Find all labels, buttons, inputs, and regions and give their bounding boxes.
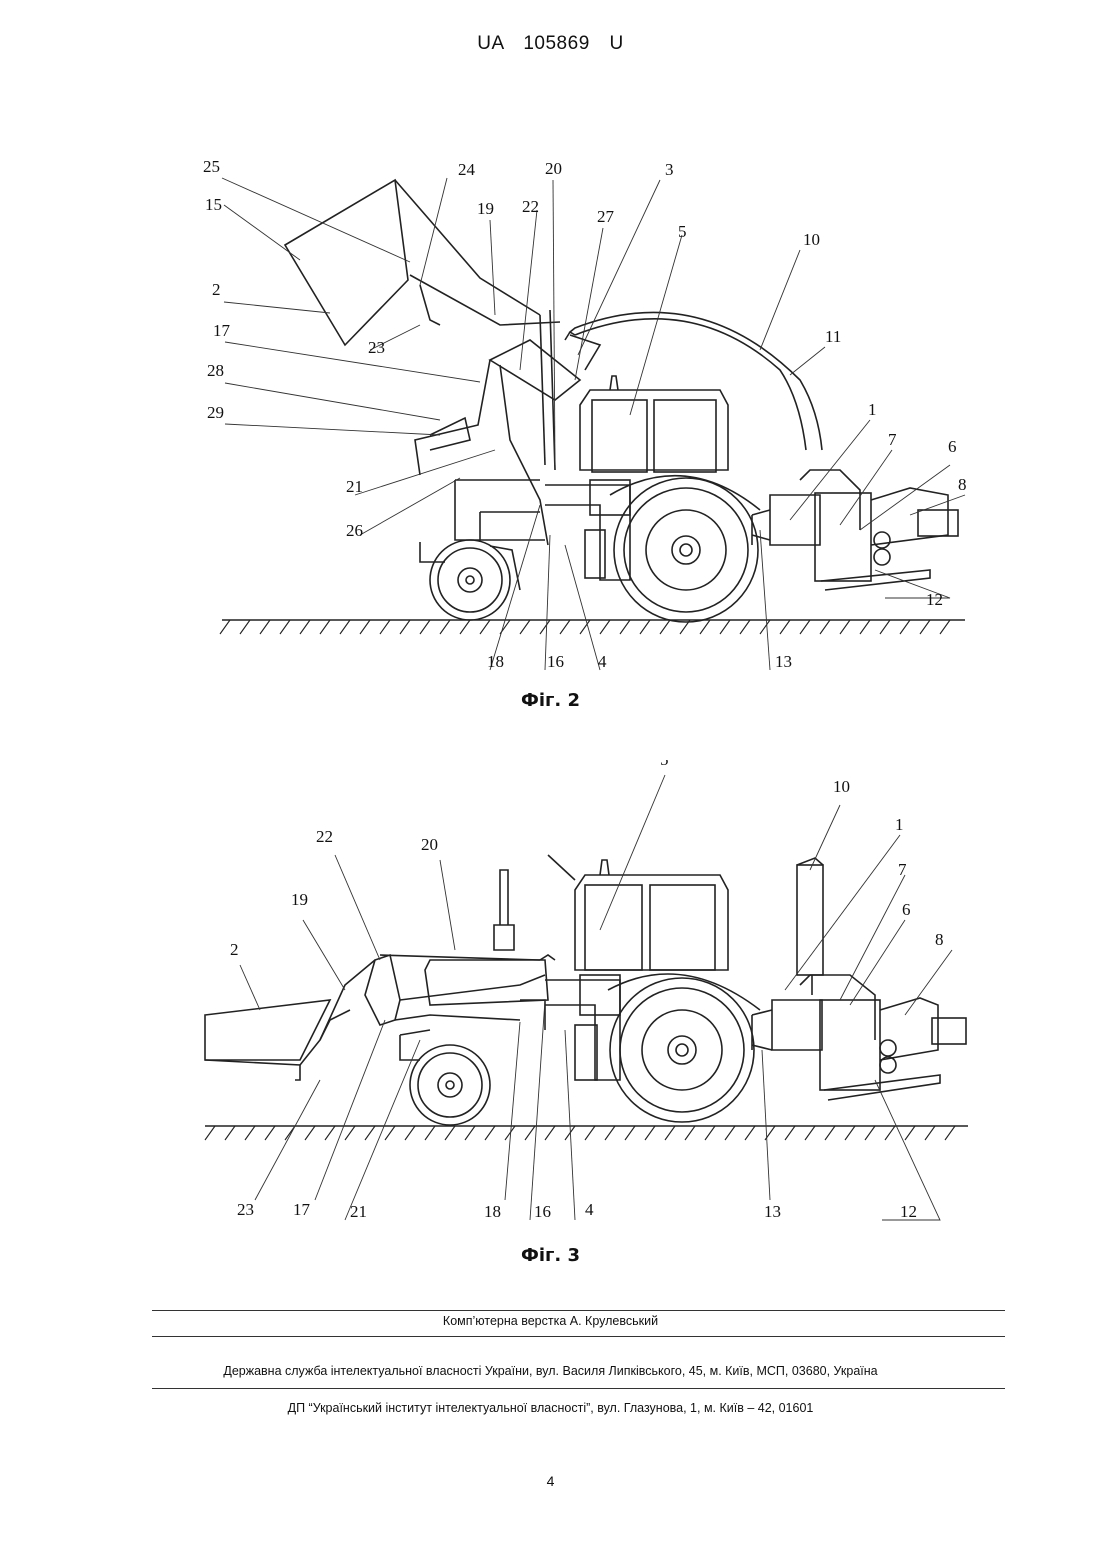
page-number: 4 (0, 1473, 1101, 1489)
callout: 11 (825, 327, 841, 346)
rear-wheel (610, 978, 754, 1122)
callout: 23 (237, 1200, 254, 1219)
callout: 20 (421, 835, 438, 854)
typesetting-credit: Комп’ютерна верстка А. Крулевський (0, 1314, 1101, 1328)
callout: 12 (900, 1202, 917, 1221)
callout: 1 (868, 400, 877, 419)
callout: 26 (346, 521, 363, 540)
callout: 23 (368, 338, 385, 357)
callout: 18 (484, 1202, 501, 1221)
cab (545, 855, 728, 1080)
bucket (285, 180, 408, 345)
figure-3: 5 10 1 7 6 8 22 20 19 2 23 17 21 18 16 4… (0, 760, 1101, 1230)
callout: 24 (458, 160, 476, 179)
callout: 20 (545, 159, 562, 178)
front-loader (205, 955, 555, 1080)
callout: 7 (898, 860, 907, 879)
callout: 8 (935, 930, 944, 949)
fender (610, 476, 760, 510)
callout: 2 (212, 280, 221, 299)
callout: 8 (958, 475, 967, 494)
leader-lines (240, 775, 952, 1220)
footer-rule (152, 1310, 1005, 1311)
callout: 22 (316, 827, 333, 846)
callout: 15 (205, 195, 222, 214)
callout: 18 (487, 652, 504, 671)
ground-hatch (220, 620, 950, 634)
callout: 19 (477, 199, 494, 218)
figure-2-callouts: 25 15 2 23 17 28 29 21 26 24 19 22 20 27… (203, 157, 967, 671)
engine-hood (425, 960, 548, 1005)
figure-3-drawing: 5 10 1 7 6 8 22 20 19 2 23 17 21 18 16 4… (0, 760, 1101, 1230)
callout: 4 (598, 652, 607, 671)
front-wheel (410, 1045, 490, 1125)
wood-chipper (752, 975, 966, 1100)
callout: 3 (665, 160, 674, 179)
figure-2: 25 15 2 23 17 28 29 21 26 24 19 22 20 27… (0, 150, 1101, 680)
ground-hatch (205, 1126, 955, 1140)
office-address: Державна служба інтелектуальної власност… (0, 1364, 1101, 1378)
callout: 5 (660, 760, 669, 769)
callout: 21 (350, 1202, 367, 1221)
figure-2-caption: Фіг. 2 (0, 690, 1101, 711)
callout: 2 (230, 940, 239, 959)
callout: 7 (888, 430, 897, 449)
callout: 13 (764, 1202, 781, 1221)
rear-wheel (614, 478, 758, 622)
exhaust-pipe (494, 870, 514, 950)
document-number: UA 105869 U (0, 33, 1101, 55)
callout: 10 (833, 777, 850, 796)
callout: 4 (585, 1200, 594, 1219)
figure-2-drawing: 25 15 2 23 17 28 29 21 26 24 19 22 20 27… (0, 150, 1101, 680)
figure-3-callouts: 5 10 1 7 6 8 22 20 19 2 23 17 21 18 16 4… (230, 760, 944, 1221)
callout: 27 (597, 207, 615, 226)
footer-rule (152, 1388, 1005, 1389)
wood-chipper (752, 470, 958, 590)
callout: 6 (902, 900, 911, 919)
callout: 13 (775, 652, 792, 671)
leader-lines (222, 178, 965, 670)
callout: 16 (534, 1202, 551, 1221)
front-loader (285, 180, 600, 545)
callout: 22 (522, 197, 539, 216)
callout: 6 (948, 437, 957, 456)
callout: 21 (346, 477, 363, 496)
callout: 10 (803, 230, 820, 249)
callout: 16 (547, 652, 564, 671)
callout: 19 (291, 890, 308, 909)
callout: 25 (203, 157, 220, 176)
institute-address: ДП “Український інститут інтелектуальної… (0, 1401, 1101, 1415)
callout: 28 (207, 361, 224, 380)
callout: 5 (678, 222, 687, 241)
footer-rule (152, 1336, 1005, 1337)
callout: 17 (293, 1200, 311, 1219)
discharge-chute (565, 312, 822, 450)
callout: 29 (207, 403, 224, 422)
front-wheel (430, 540, 510, 620)
callout: 1 (895, 815, 904, 834)
callout: 12 (926, 590, 943, 609)
callout: 17 (213, 321, 231, 340)
figure-3-caption: Фіг. 3 (0, 1245, 1101, 1266)
